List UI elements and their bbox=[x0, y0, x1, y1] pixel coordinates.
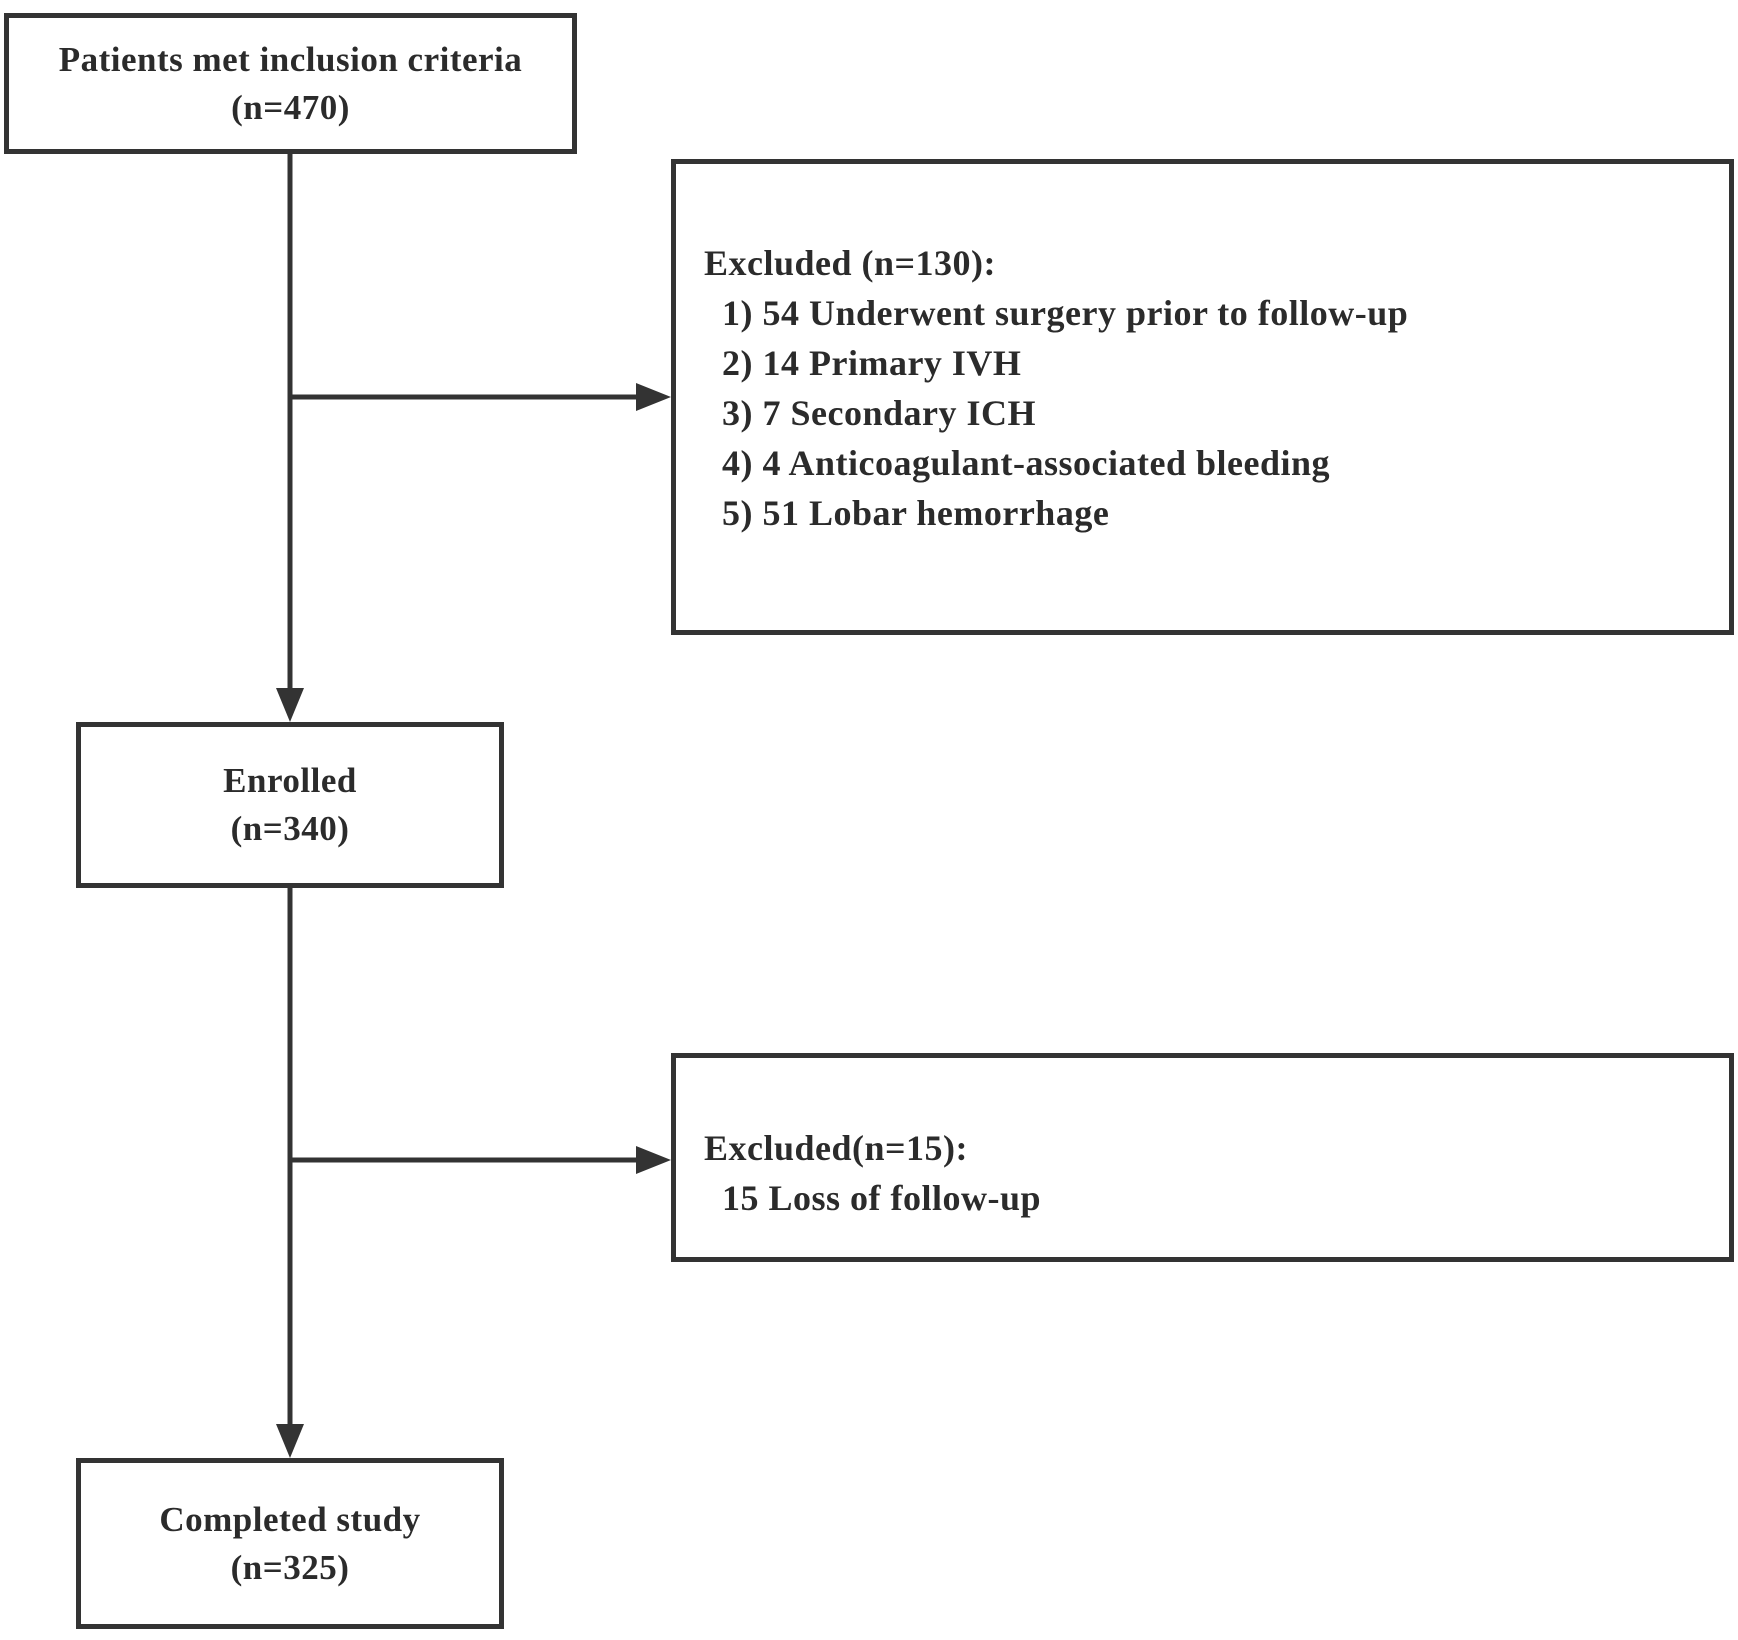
exclusion-2-item: 15 Loss of follow-up bbox=[722, 1178, 1042, 1218]
exclusion-1-heading: Excluded (n=130): bbox=[704, 243, 997, 283]
completed-label: Completed study bbox=[159, 1499, 421, 1539]
exclusion-box-1: Excluded (n=130): 1) 54 Underwent surger… bbox=[671, 159, 1734, 635]
exclusion-2-heading: Excluded(n=15): bbox=[704, 1128, 969, 1168]
inclusion-count: (n=470) bbox=[231, 87, 350, 127]
arrowhead-down-completed bbox=[276, 1424, 304, 1458]
enrolled-box: Enrolled (n=340) bbox=[76, 722, 504, 888]
exclusion-1-item: 4) 4 Anticoagulant-associated bleeding bbox=[722, 443, 1331, 483]
exclusion-1-item: 2) 14 Primary IVH bbox=[722, 343, 1022, 383]
exclusion-1-item: 1) 54 Underwent surgery prior to follow-… bbox=[722, 293, 1409, 333]
inclusion-box: Patients met inclusion criteria (n=470) bbox=[4, 13, 577, 154]
enrolled-label: Enrolled bbox=[223, 761, 357, 800]
inclusion-label: Patients met inclusion criteria bbox=[58, 39, 523, 79]
arrowhead-right-exclusion-2 bbox=[636, 1146, 671, 1174]
exclusion-box-2: Excluded(n=15): 15 Loss of follow-up bbox=[671, 1053, 1734, 1262]
exclusion-1-item: 3) 7 Secondary ICH bbox=[722, 393, 1036, 433]
exclusion-1-item: 5) 51 Lobar hemorrhage bbox=[722, 493, 1110, 533]
arrowhead-right-exclusion-1 bbox=[636, 383, 671, 411]
arrowhead-down-enrolled bbox=[276, 688, 304, 722]
completed-box: Completed study (n=325) bbox=[76, 1458, 504, 1629]
completed-count: (n=325) bbox=[230, 1547, 350, 1587]
enrolled-count: (n=340) bbox=[230, 809, 350, 848]
